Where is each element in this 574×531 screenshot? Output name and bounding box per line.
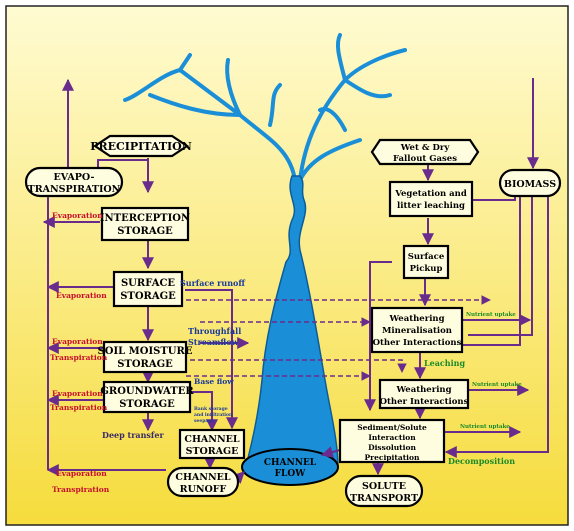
weathering-min-label-3: Other Interactions <box>373 338 462 348</box>
evapotranspiration-label-2: TRANSPIRATION <box>28 184 121 195</box>
channel-flow-label-1: CHANNEL <box>264 458 317 468</box>
soil-moisture-label-2: STORAGE <box>117 359 173 370</box>
surface-pickup-label-1: Surface <box>408 252 445 262</box>
evapotranspiration-node: EVAPO- TRANSPIRATION <box>24 166 124 198</box>
soil-moisture-storage-node: SOIL MOISTURE STORAGE <box>98 340 193 374</box>
vegetation-leaching-node: Vegetation and litter leaching <box>388 180 474 218</box>
surface-pickup-node: Surface Pickup <box>402 244 450 280</box>
weathering-min-label-1: Weathering <box>388 314 444 324</box>
channel-storage-label-2: STORAGE <box>186 446 239 457</box>
groundwater-label-2: STORAGE <box>119 399 175 410</box>
transpiration-label: Transpiration <box>52 485 110 494</box>
evaporation-label: Evaporation <box>52 211 103 220</box>
weathering-mineralisation-node: Weathering Mineralisation Other Interact… <box>370 306 464 354</box>
bank-storage-label-2: and infiltration <box>194 412 233 418</box>
groundwater-label-1: GROUNDWATER <box>100 386 194 397</box>
biomass-label: BIOMASS <box>504 179 556 190</box>
channel-flow-node <box>241 448 339 486</box>
channel-storage-node: CHANNEL STORAGE <box>178 428 246 460</box>
dashed-nutrient-arrows <box>186 295 491 381</box>
surface-storage-label-1: SURFACE <box>121 278 175 289</box>
interception-label-2: STORAGE <box>117 226 173 237</box>
sediment-label-4: Precipitation <box>365 453 421 462</box>
weathering-other-label-2: Other Interactions <box>380 397 469 407</box>
river-network-icon <box>123 33 407 182</box>
sediment-label-2: Interaction <box>368 433 416 442</box>
channel-runoff-node: CHANNEL RUNOFF <box>166 466 240 498</box>
throughfall-label: Throughfall <box>188 326 241 336</box>
deep-transfer-label: Deep transfer <box>102 430 164 440</box>
groundwater-storage-node: GROUNDWATER STORAGE <box>100 380 194 414</box>
evaporation-label: Evaporation <box>56 469 107 478</box>
bank-storage-label-3: seepage <box>194 419 214 424</box>
interception-storage-node: INTERCEPTION STORAGE <box>100 206 190 242</box>
vegetation-label-1: Vegetation and <box>394 189 467 199</box>
weathering-other-node: Weathering Other Interactions <box>378 378 470 410</box>
sediment-label-1: Sediment/Solute <box>357 423 427 432</box>
biomass-node: BIOMASS <box>498 168 562 198</box>
streamflow-label: Streamflow <box>188 337 240 347</box>
nutrient-uptake-label: Nutrient uptake <box>472 382 522 388</box>
left-flow-arrows <box>42 78 250 484</box>
solute-transport-label-1: SOLUTE <box>362 481 406 492</box>
vegetation-label-2: litter leaching <box>397 201 465 211</box>
bank-storage-label-1: Bank storage <box>194 406 228 412</box>
precipitation-label: PRECIPITATION <box>90 140 192 153</box>
solute-transport-label-2: TRANSPORT <box>350 493 418 504</box>
sediment-label-3: Dissolution <box>368 443 416 452</box>
evapotranspiration-label-1: EVAPO- <box>54 172 95 183</box>
decomposition-label: Decomposition <box>448 456 515 466</box>
evaporation-label: Evaporation <box>52 337 103 346</box>
evaporation-label: Evaporation <box>52 389 103 398</box>
fallout-label-1: Wet & Dry <box>400 143 451 153</box>
channel-flow-label-2: FLOW <box>275 469 307 479</box>
channel-runoff-label-1: CHANNEL <box>175 472 231 483</box>
nutrient-uptake-label: Nutrient uptake <box>460 424 510 430</box>
channel-storage-label-1: CHANNEL <box>184 434 240 445</box>
weathering-other-label-1: Weathering <box>395 385 451 395</box>
fallout-label-2: Fallout Gases <box>393 154 457 164</box>
base-flow-label: Base flow <box>194 377 234 386</box>
surface-storage-label-2: STORAGE <box>120 291 176 302</box>
weathering-min-label-2: Mineralisation <box>382 326 452 336</box>
soil-moisture-label-1: SOIL MOISTURE <box>98 346 193 357</box>
evaporation-label: Evaporation <box>56 291 107 300</box>
solute-transport-node: SOLUTE TRANSPORT <box>344 474 424 508</box>
surface-storage-node: SURFACE STORAGE <box>112 270 184 308</box>
transpiration-label: Transpiration <box>50 353 108 362</box>
surface-runoff-label: Surface runoff <box>180 278 245 288</box>
fallout-gases-node: Wet & Dry Fallout Gases <box>370 138 480 166</box>
channel-runoff-label-2: RUNOFF <box>180 484 227 495</box>
interception-label-1: INTERCEPTION <box>100 213 190 224</box>
precipitation-node: PRECIPITATION <box>90 134 192 158</box>
leaching-label: Leaching <box>424 358 465 368</box>
transpiration-label: Transpiration <box>50 403 108 412</box>
nutrient-uptake-label: Nutrient uptake <box>466 312 516 318</box>
surface-pickup-label-2: Pickup <box>410 264 443 274</box>
sediment-solute-node: Sediment/Solute Interaction Dissolution … <box>338 418 446 464</box>
